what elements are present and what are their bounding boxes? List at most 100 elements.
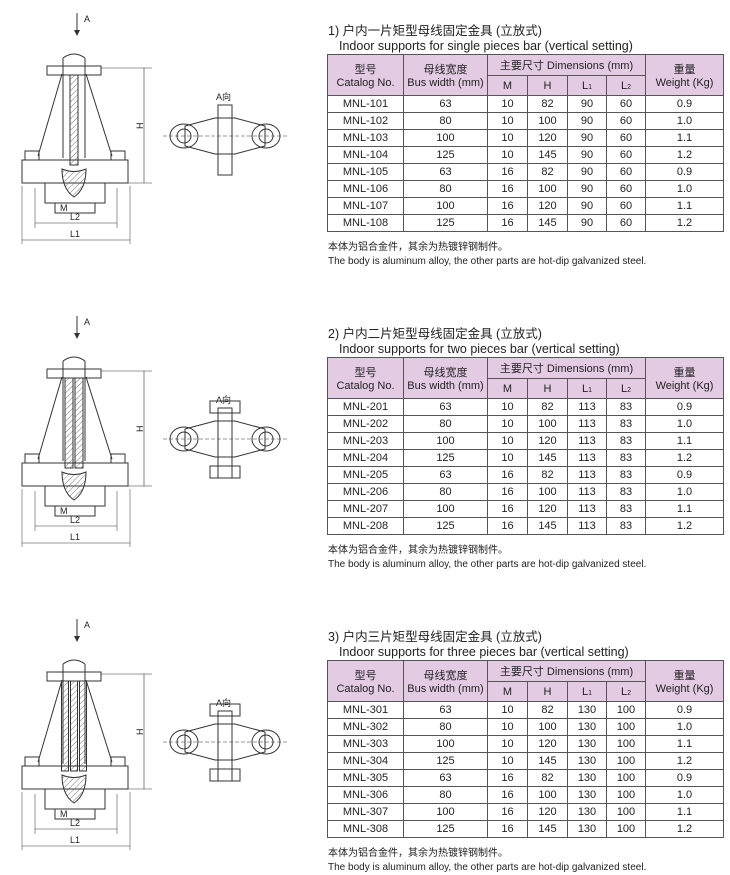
table-cell: MNL-207 [327,500,404,518]
table-cell: 16 [487,466,528,484]
table-cell: 16 [487,803,528,821]
header-l2-text: L [620,685,628,698]
table-cell: 113 [567,415,607,433]
support-walls [37,679,113,763]
table-cell: 83 [606,398,646,416]
table-cell: 10 [487,146,528,164]
table-cell: 82 [527,466,568,484]
base-nut-right [110,453,126,464]
label-h: H [135,123,145,130]
mount-stub [54,809,96,820]
table-cell: MNL-205 [327,466,404,484]
table-cell: 82 [527,398,568,416]
header-dimensions: 主要尺寸 Dimensions (mm) [487,660,646,682]
header-bus-en: Bus width (mm) [407,683,484,695]
header-weight-cn: 重量 [673,670,696,682]
table-cell: 1.2 [645,449,724,467]
table-cell: 80 [403,112,488,130]
table-cell: 130 [567,735,607,753]
table-cell: 10 [487,415,528,433]
table-cell: 1.2 [645,517,724,535]
table-cell: 1.0 [645,483,724,501]
table-cell: 145 [527,214,568,232]
side-view-clamp-bottom [209,768,241,782]
label-l2: L2 [70,515,80,525]
header-weight-en: Weight (Kg) [655,683,714,695]
table-cell: 100 [403,735,488,753]
table-cell: 100 [527,483,568,501]
table-cell: 63 [403,466,488,484]
table-cell: 0.9 [645,163,724,181]
table-cell: MNL-103 [327,129,404,147]
section-title: 3) 户内三片矩型母线固定金具 (立放式) [328,630,542,644]
section-title: 2) 户内二片矩型母线固定金具 (立放式) [328,327,542,341]
table-cell: 100 [403,432,488,450]
header-l2-sub: 2 [627,689,632,697]
table-cell: 16 [487,163,528,181]
table-cell: 63 [403,701,488,719]
table-cell: 100 [403,803,488,821]
table-cell: MNL-303 [327,735,404,753]
table-cell: 90 [567,214,607,232]
table-cell: 130 [567,701,607,719]
side-view-body [184,723,266,761]
header-l1-sub: 1 [588,83,593,91]
table-cell: 100 [606,769,646,787]
table-cell: 90 [567,112,607,130]
table-cell: 100 [606,820,646,838]
table-cell: 90 [567,146,607,164]
header-l2-text: L [620,79,628,92]
table-cell: 1.0 [645,786,724,804]
table-cell: MNL-206 [327,483,404,501]
table-cell: 60 [606,146,646,164]
material-note-cn: 本体为铝合金件，其余为热镀锌钢制件。 [328,545,508,556]
header-bus-cn: 母线宽度 [423,64,468,76]
table-cell: 1.2 [645,752,724,770]
table-cell: 80 [403,718,488,736]
arrow-a-head [74,30,80,36]
side-view-body [184,420,266,458]
side-view-clamp-top [209,400,241,414]
dimension-extensions [21,792,131,850]
table-cell: 125 [403,449,488,467]
header-bus-cn: 母线宽度 [423,670,468,682]
table-cell: 83 [606,449,646,467]
label-l1: L1 [70,532,80,542]
table-cell: MNL-306 [327,786,404,804]
support-walls [37,376,113,460]
table-cell: MNL-305 [327,769,404,787]
header-m: M [487,75,528,96]
table-cell: 10 [487,701,528,719]
section-subtitle: Indoor supports for two pieces bar (vert… [339,342,620,356]
table-cell: 60 [606,180,646,198]
table-cell: 113 [567,466,607,484]
table-cell: 113 [567,500,607,518]
header-l1: L1 [567,681,607,702]
header-dimensions: 主要尺寸 Dimensions (mm) [487,54,646,76]
table-cell: 145 [527,752,568,770]
table-cell: 63 [403,769,488,787]
table-cell: 16 [487,786,528,804]
label-m: M [60,506,68,516]
top-bolt [46,671,102,682]
base-nut-left [24,453,40,464]
table-cell: 100 [403,500,488,518]
header-dimensions: 主要尺寸 Dimensions (mm) [487,357,646,379]
